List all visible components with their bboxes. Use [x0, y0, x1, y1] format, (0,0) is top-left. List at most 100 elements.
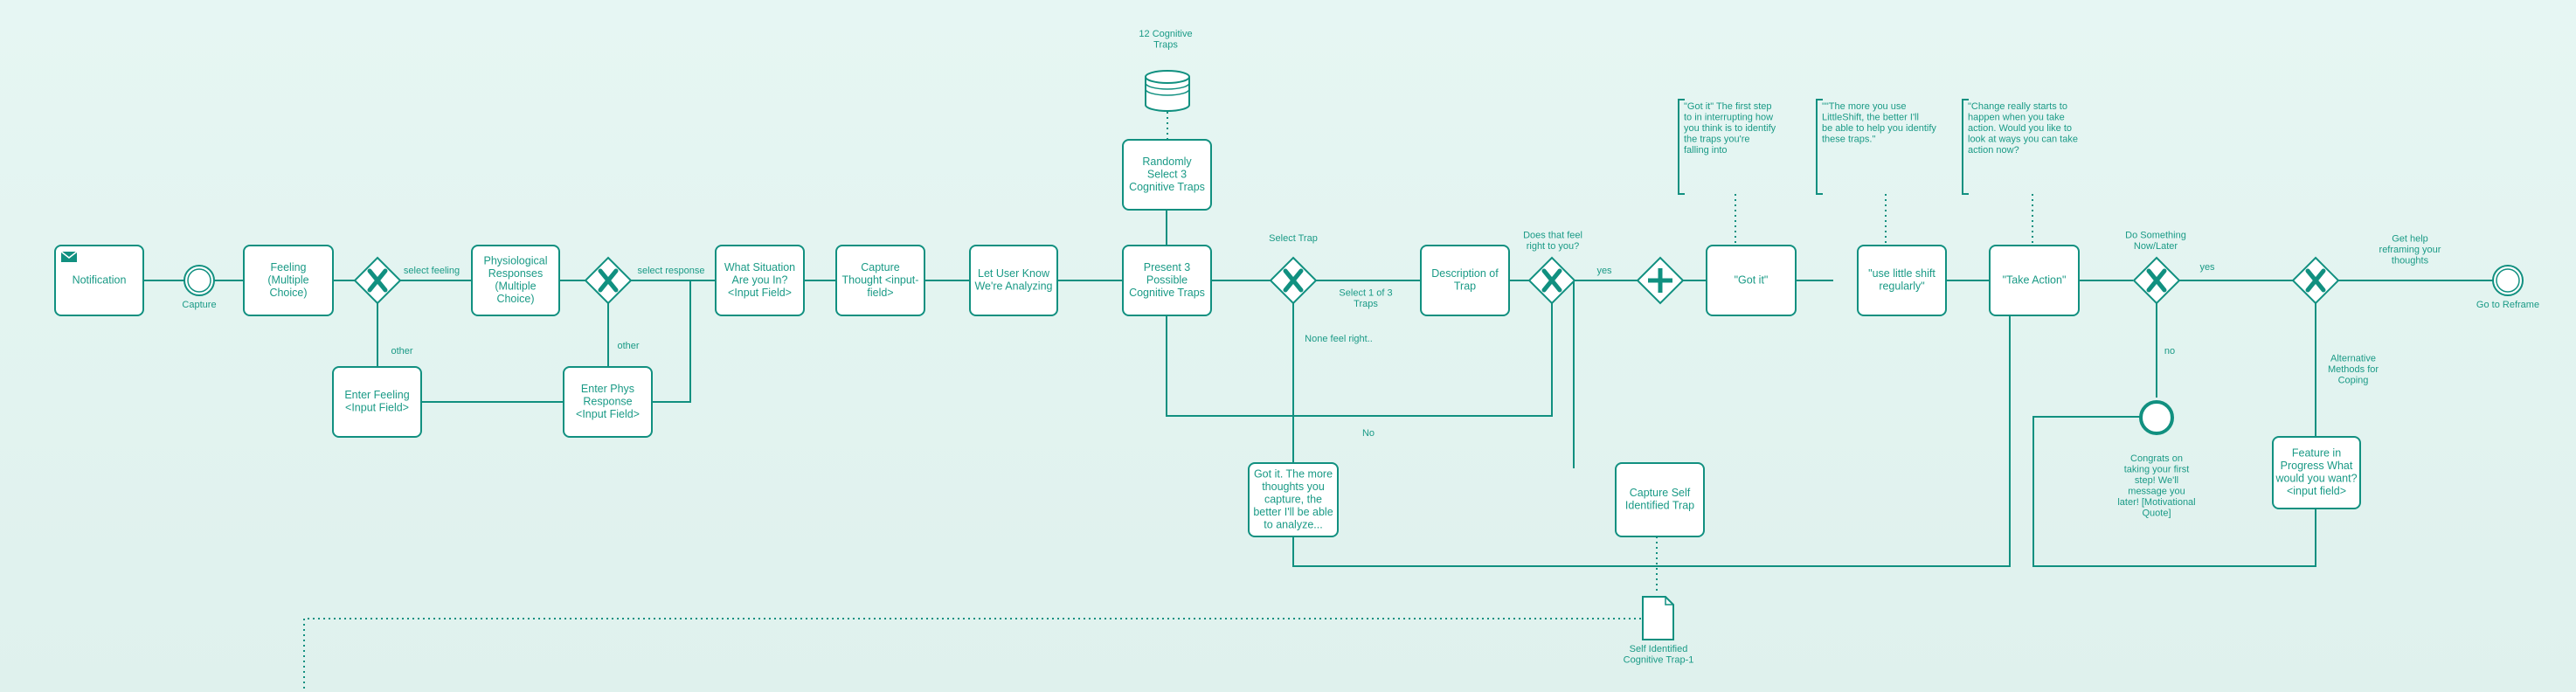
end-event-reframe[interactable]: [2492, 265, 2524, 296]
annotation-change-note-line-1: "Change really starts to: [1968, 101, 2067, 112]
flow-label-select-response: select response: [637, 266, 704, 276]
data-store-label-line-2: Traps: [1153, 39, 1178, 50]
gateway-do-something[interactable]: [2132, 256, 2181, 305]
task-feeling-label-line-2: (Multiple: [267, 273, 308, 286]
task-box: [715, 245, 805, 316]
task-feature-progress-label-line-3: would you want?: [2275, 473, 2357, 485]
sequence-flow: [1292, 315, 2011, 567]
flow-label-select-1-of-3-line-2: Traps: [1354, 299, 1378, 309]
task-got-it-more-label-line-1: Got it. The more: [1254, 467, 1333, 480]
intermediate-event-label-line-3: step! We'll: [2135, 475, 2178, 486]
exclusive-x-icon: [1541, 268, 1562, 293]
start-event-capture[interactable]: [184, 265, 215, 296]
end-event-inner: [2496, 268, 2520, 293]
flow-label-get-help-line-2: reframing your: [2379, 245, 2441, 255]
annotation-little-shift-note-line-2: LittleShift, the better I'll: [1822, 112, 1919, 122]
sequence-flow: [652, 280, 691, 403]
gateway-parallel[interactable]: [1636, 256, 1685, 305]
task-take-action[interactable]: "Take Action": [1989, 245, 2080, 316]
end-event-outer: [2492, 265, 2524, 296]
task-box: [1615, 462, 1705, 537]
task-enter-feeling[interactable]: Enter Feeling<Input Field>: [332, 366, 422, 438]
association-flow: [303, 618, 1641, 692]
gateway-get-help[interactable]: [2291, 256, 2340, 305]
envelope-icon-flap: [60, 251, 78, 259]
intermediate-event-label-line-2: taking your first: [2124, 464, 2190, 474]
task-notification-label: Notification: [73, 273, 127, 286]
flow-label-other-1: other: [391, 346, 412, 356]
annotation-got-it-note-line-1: "Got it" The first step: [1684, 101, 1772, 112]
envelope-icon: [60, 251, 78, 262]
task-got-it-more-label-line-3: capture, the: [1264, 493, 1322, 505]
gateway-feeling[interactable]: [353, 256, 402, 305]
task-randomly-select-label-line-3: Cognitive Traps: [1129, 181, 1205, 193]
document-icon-page: [1642, 596, 1674, 640]
flow-label-do-something-line-1: Do Something: [2125, 231, 2186, 241]
task-box: [2272, 436, 2361, 509]
task-box: [1122, 245, 1212, 316]
sequence-flows: [143, 112, 2493, 692]
flow-label-no-1: No: [1362, 428, 1375, 439]
annotation-got-it-note-line-5: falling into: [1684, 145, 1728, 156]
task-box: [1857, 245, 1947, 316]
intermediate-event-label-line-5: later! [Motivational: [2117, 497, 2195, 508]
task-enter-phys-label-line-1: Enter Phys: [581, 383, 634, 395]
database-icon-rings: [1145, 82, 1190, 96]
task-got-it-label: "Got it": [1735, 273, 1769, 286]
task-physiological-label-line-2: Responses: [488, 267, 544, 280]
annotation-change-note-line-2: happen when you take: [1968, 112, 2065, 122]
task-notification[interactable]: Notification: [54, 245, 144, 316]
task-feature-progress-label-line-1: Feature in: [2292, 447, 2341, 460]
task-feature-progress-label-line-4: <input field>: [2287, 485, 2346, 497]
intermediate-event-circle: [2139, 400, 2174, 435]
task-analyzing-label-line-2: We're Analyzing: [974, 280, 1052, 293]
flow-label-get-help-line-3: thoughts: [2392, 255, 2429, 266]
sequence-flow: [2032, 416, 2316, 567]
task-got-it-more-label-line-2: thoughts you: [1262, 481, 1325, 493]
task-physiological-label-line-1: Physiological: [484, 255, 548, 267]
gateway-response[interactable]: [584, 256, 633, 305]
start-event-inner: [187, 268, 211, 293]
intermediate-event-congrats[interactable]: [2139, 400, 2174, 435]
annotation-little-shift-note: [1816, 99, 1823, 195]
task-enter-phys-label-line-3: <Input Field>: [576, 408, 640, 420]
database-icon[interactable]: [1145, 70, 1190, 112]
gateway-select-trap[interactable]: [1269, 256, 1318, 305]
task-box: [332, 366, 422, 438]
sequence-flow: [1166, 303, 1553, 417]
task-box: [243, 245, 334, 316]
document-icon[interactable]: [1642, 596, 1674, 640]
task-physiological-label-line-4: Choice): [496, 293, 534, 305]
annotation-bracket: [1816, 99, 1823, 195]
task-box: [563, 366, 653, 438]
task-got-it-more-label-line-4: better I'll be able: [1253, 506, 1333, 518]
annotation-change-note: [1962, 99, 1969, 195]
annotation-change-note-line-5: action now?: [1968, 145, 2019, 156]
flow-label-select-feeling: select feeling: [404, 266, 460, 276]
gateway-feel-right[interactable]: [1527, 256, 1576, 305]
flow-label-none-feel-right: None feel right..: [1305, 334, 1373, 344]
task-capture-self-label-line-2: Identified Trap: [1625, 500, 1694, 512]
intermediate-event-label-line-1: Congrats on: [2130, 453, 2183, 464]
flow-label-yes-2: yes: [2199, 262, 2215, 273]
task-got-it[interactable]: "Got it": [1706, 245, 1797, 316]
document-icon-fold: [1665, 597, 1673, 606]
task-capture-self-label-line-1: Capture Self: [1630, 487, 1691, 499]
annotation-little-shift-note-line-1: ""The more you use: [1822, 101, 1906, 112]
